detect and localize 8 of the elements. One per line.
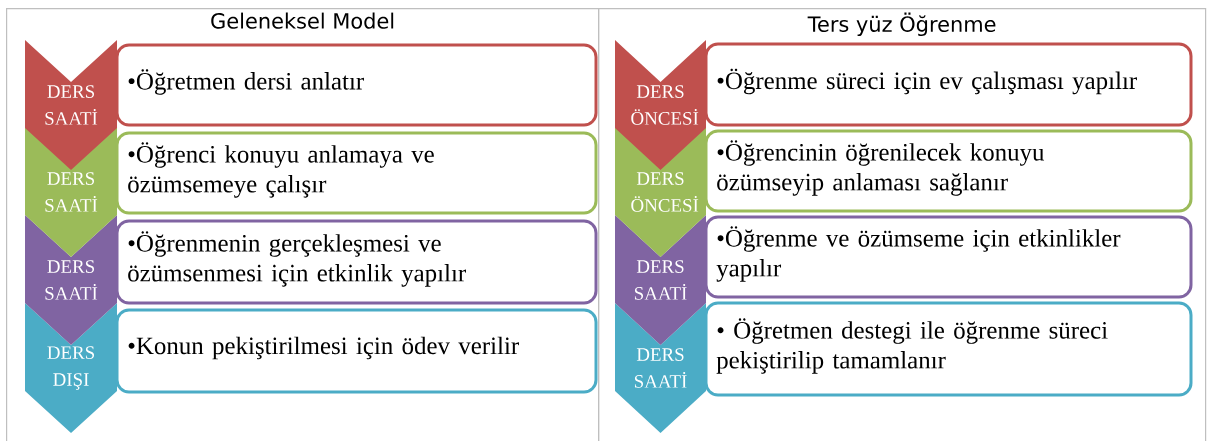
text-box: • Öğretmen destegi ile öğrenme süreci pekiştirilip tamamlanır [704, 301, 1193, 397]
text-box: •Öğrenmenin gerçekleşmesi ve özümsenmesi için etkinlik yapılır [115, 219, 598, 305]
text-box: •Öğrenme süreci için ev çalışması yapılır [704, 42, 1193, 127]
text-box: •Öğretmen dersi anlatır [115, 43, 598, 127]
text-box: •Öğrencinin öğrenilecek konuyu özümseyip anlaması sağlanır [704, 129, 1193, 213]
text-box: •Öğrenme ve özümseme için etkinlikler yapılır [704, 215, 1193, 299]
text-box: •Konun pekiştirilmesi için ödev verilir [115, 308, 598, 394]
text-box: •Öğrenci konuyu anlamaya ve özümsemeye çalışır [115, 131, 598, 215]
